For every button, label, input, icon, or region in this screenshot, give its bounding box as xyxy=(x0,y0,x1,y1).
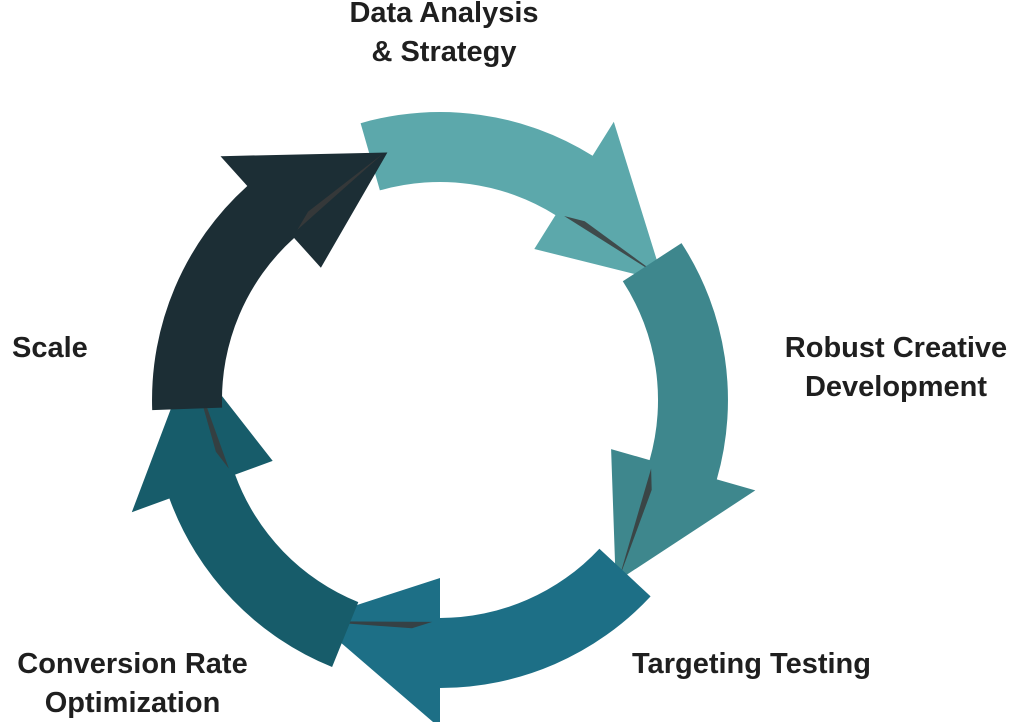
arrow-shadow xyxy=(564,216,662,278)
stage-label-robust-creative: Robust Creative Development xyxy=(756,329,1024,407)
stage-label-line: Targeting Testing xyxy=(632,648,871,680)
arrow-body xyxy=(611,243,756,582)
stage-label-line: Scale xyxy=(12,332,88,364)
arrow-body xyxy=(131,356,359,667)
stage-label-line: Robust Creative xyxy=(784,332,1008,364)
stage-label-line: & Strategy xyxy=(371,36,517,68)
stage-label-line: Conversion Rate xyxy=(17,648,248,680)
stage-arrow-targeting-testing xyxy=(313,548,651,722)
stage-arrow-data-analysis xyxy=(360,112,664,282)
stage-arrow-scale xyxy=(152,152,388,411)
arrow-body xyxy=(313,548,651,722)
stage-label-line: Data Analysis xyxy=(349,0,539,29)
stage-label-conversion-rate: Conversion Rate Optimization xyxy=(0,645,270,723)
stage-label-scale: Scale xyxy=(12,329,132,368)
stage-label-line: Development xyxy=(804,371,988,403)
arrow-body xyxy=(360,112,664,282)
stage-label-line: Optimization xyxy=(44,687,221,719)
arrow-shadow xyxy=(297,153,384,230)
stage-label-targeting-testing: Targeting Testing xyxy=(632,645,922,684)
stage-label-data-analysis: Data Analysis & Strategy xyxy=(304,0,584,72)
arrow-body xyxy=(152,152,388,411)
arrow-shadow xyxy=(618,468,652,579)
stage-arrow-robust-creative xyxy=(611,243,756,582)
